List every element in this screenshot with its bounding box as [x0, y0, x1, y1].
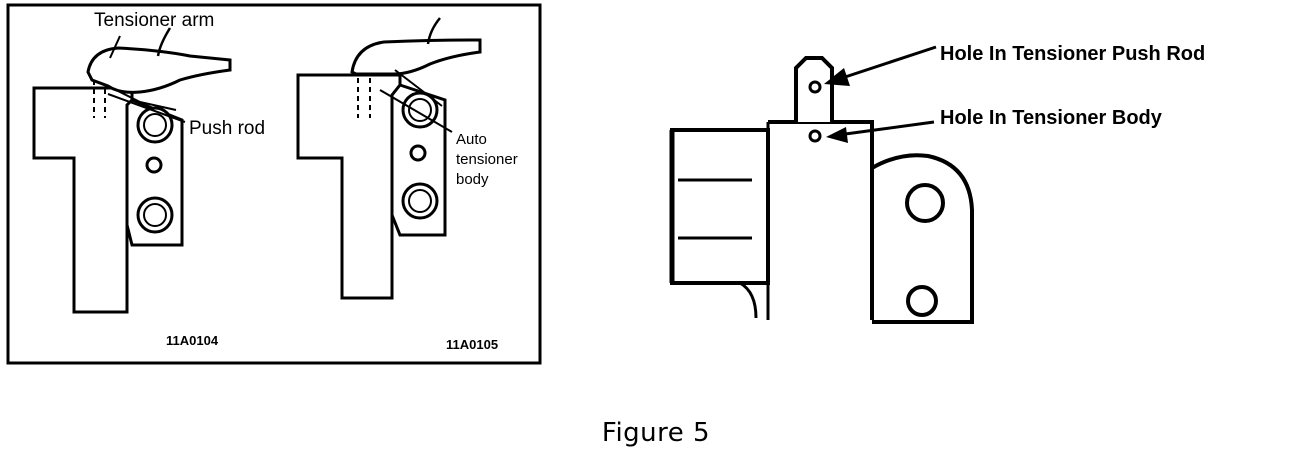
pin-hole-a: [145, 156, 163, 174]
figure-caption: Figure 5: [601, 418, 711, 448]
arrow-push-rod: [835, 45, 937, 82]
label-tensioner: tensioner: [456, 151, 518, 168]
push-rod-b: [357, 78, 371, 118]
hole-body: [808, 129, 822, 143]
bolt-lower-a: [136, 196, 174, 234]
tensioner-diagram-b: Auto tensioner body 11A0105: [296, 17, 518, 352]
diagram-code-a: 11A0104: [166, 333, 219, 348]
label-hole-body: Hole In Tensioner Body: [940, 107, 1163, 129]
tensioner-diagram-a: Tensioner arm Push rod 11A0104: [32, 10, 265, 348]
arrow-body: [837, 120, 935, 137]
hole-push-rod: [808, 80, 822, 94]
tensioner-arm-b: [350, 38, 482, 76]
tensioner-body-block: [670, 128, 770, 285]
label-hole-push-rod: Hole In Tensioner Push Rod: [940, 43, 1205, 65]
bolt-lower-b: [401, 182, 439, 220]
tensioner-arm-a: [86, 46, 232, 94]
label-tensioner-arm: Tensioner arm: [94, 10, 214, 31]
label-auto: Auto: [456, 131, 487, 148]
tensioner-main-body: [768, 120, 874, 320]
label-body: body: [456, 171, 489, 188]
bracket-hole-upper: [905, 183, 945, 223]
bolt-upper-a: [136, 106, 174, 144]
diagram-code-b: 11A0105: [446, 337, 498, 352]
bracket-hole-lower: [906, 285, 938, 317]
push-rod-a: [93, 80, 106, 118]
tensioner-close-up: Hole In Tensioner Push Rod Hole In Tensi…: [669, 43, 1205, 324]
pin-hole-b: [409, 144, 427, 162]
mounting-bracket: [871, 153, 974, 324]
label-push-rod: Push rod: [189, 118, 265, 139]
